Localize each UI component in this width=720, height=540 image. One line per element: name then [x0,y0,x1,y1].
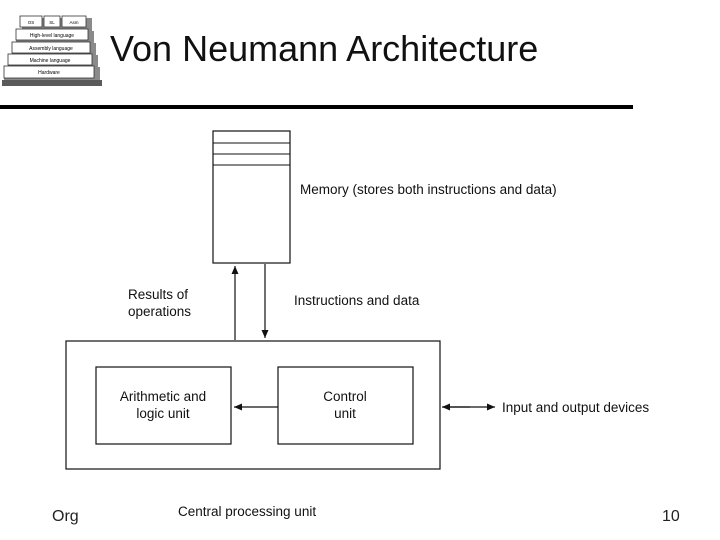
results-label-line1: Results of [128,287,188,302]
logo-layer-label: Asm [70,20,79,25]
alu-box [95,366,232,445]
instructions-label: Instructions and data [294,293,420,308]
results-label-line2: operations [128,304,191,319]
memory-block [212,130,291,264]
memory-box [212,130,291,264]
logo-layer [61,15,87,28]
layered-computer-logo: OS SL Asm High-level language Assembly l… [2,15,102,86]
control-unit-box [277,366,414,445]
cpu-label: Central processing unit [178,504,316,519]
logo-layer-label: High-level language [30,33,74,39]
logo-layer [11,41,91,54]
footer-page-number: 10 [662,508,680,525]
alu-label-line1: Arithmetic and [120,389,206,404]
control-label-line2: unit [334,406,356,421]
logo-layer-label: OS [28,20,35,25]
memory-label: Memory (stores both instructions and dat… [300,182,557,197]
footer-left-text: Org [52,508,79,525]
logo-layer [15,28,89,41]
io-label: Input and output devices [502,400,649,415]
logo-layer [3,65,95,79]
logo-layer [19,15,43,28]
title-divider [0,105,633,109]
alu-label-line2: logic unit [136,406,190,421]
logo-layer [43,15,61,28]
logo-layer-label: SL [49,20,55,25]
logo-base [2,80,102,86]
logo-layer [7,53,93,66]
logo-layer-label: Hardware [38,70,60,76]
logo-layer-label: Assembly language [29,46,73,52]
logo-layer-label: Machine language [30,58,71,64]
control-label-line1: Control [323,389,367,404]
slide-title: Von Neumann Architecture [110,28,539,69]
